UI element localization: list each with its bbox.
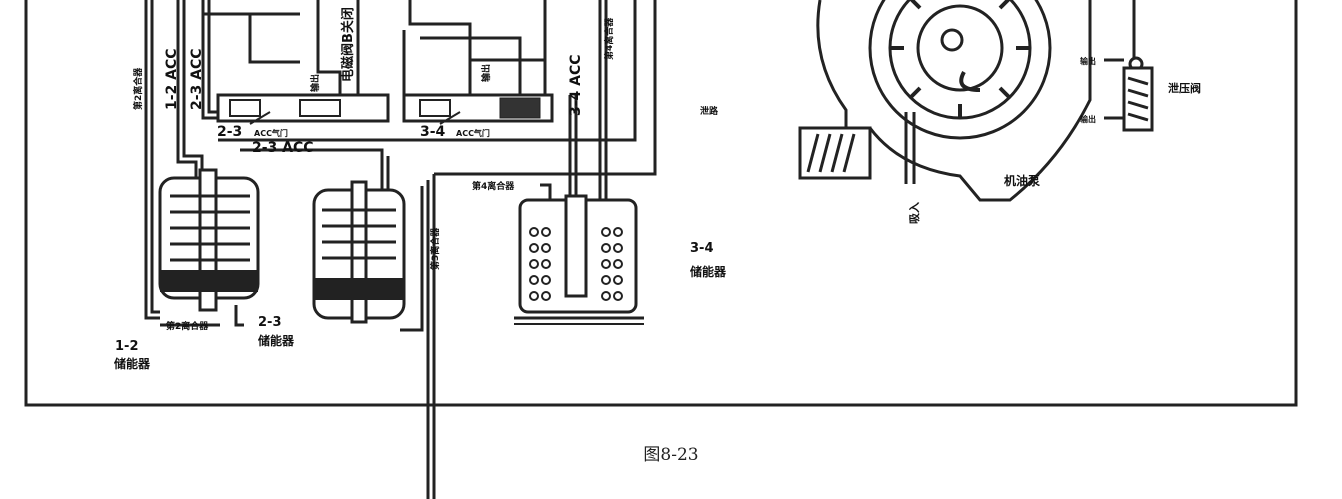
label-acc-1-2: 1-2 ACC — [164, 48, 180, 110]
pressure-relief-valve — [1104, 0, 1154, 132]
acc-valve-2-3 — [216, 93, 390, 125]
label-valve-2-3-num: 2-3 — [217, 124, 242, 140]
label-acc23-num: 2-3 — [258, 315, 282, 330]
label-valve-3-4-sub: ACC气门 — [456, 128, 490, 138]
label-pump: 机油泵 — [1004, 173, 1040, 188]
label-out-upper: 输出 — [1080, 56, 1096, 66]
label-valve-2-3-sub: ACC气门 — [254, 128, 288, 138]
label-acc-2-3-vert: 2-3 ACC — [189, 48, 205, 110]
label-acc-2-3-horiz: 2-3 ACC — [252, 140, 314, 156]
label-valve-3-4-num: 3-4 — [420, 124, 446, 140]
accumulator-3-4 — [514, 194, 644, 325]
diagram-frame — [24, 0, 1298, 407]
label-clutch4-top: 第4离合器 — [472, 180, 515, 192]
label-acc34-name: 储能器 — [690, 264, 727, 279]
acc-valve-3-4 — [402, 93, 554, 125]
label-drain: 泄路 — [700, 105, 719, 117]
label-out-lower: 输出 — [1080, 114, 1096, 124]
label-solenoid-b: 电磁阀B关闭 — [340, 7, 356, 82]
label-out-1: 输出 — [309, 74, 321, 92]
label-acc12-name: 储能器 — [114, 356, 151, 371]
label-clutch3-vert: 第3离合器 — [429, 227, 441, 270]
label-acc23-name: 储能器 — [258, 333, 295, 348]
label-clutch2-vert: 第2离合器 — [132, 67, 144, 110]
label-acc-3-4: 3-4 ACC — [568, 54, 584, 116]
accumulator-1-2 — [158, 168, 260, 312]
label-acc34-num: 3-4 — [690, 241, 714, 256]
label-clutch2-bottom: 第2离合器 — [166, 320, 209, 332]
label-clutch4-vert: 第4离合器 — [603, 17, 615, 60]
label-relief: 泄压阀 — [1168, 81, 1201, 95]
oil-pump — [798, 0, 1092, 202]
figure-caption: 图8-23 — [643, 445, 699, 465]
label-out-2: 输出 — [480, 64, 492, 82]
hydraulic-lines — [144, 0, 657, 499]
label-acc12-num: 1-2 — [115, 339, 139, 354]
accumulator-2-3 — [312, 180, 406, 324]
label-inlet: 吸入 — [908, 202, 921, 224]
